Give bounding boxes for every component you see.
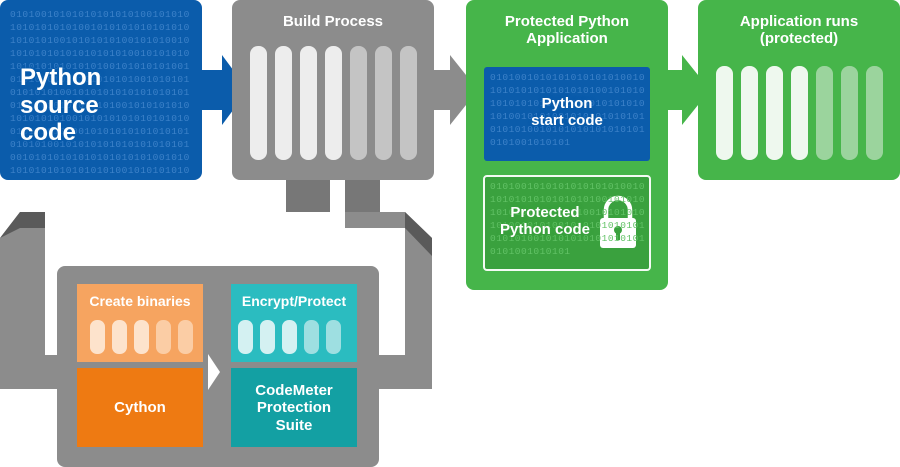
build-process-title: Build Process xyxy=(282,13,384,30)
app-runs-title-line2: (protected) xyxy=(759,30,839,48)
create-binaries-title: Create binaries xyxy=(89,293,191,309)
create-bars xyxy=(90,320,193,354)
app-runs-title: Application runs (protected) xyxy=(698,13,900,48)
cython-box xyxy=(77,368,203,447)
start-code-label: Python start code xyxy=(515,95,619,130)
source-binary-text: 0101001010101010101010010101010101010101… xyxy=(10,9,190,174)
protected-code-binary-text: 0101001010101010101010010101010101010101… xyxy=(490,181,646,257)
protected-app-title-line2: Application xyxy=(526,30,608,48)
codemeter-box xyxy=(231,368,357,447)
arrow-source-to-build xyxy=(202,55,248,125)
source-title-line2: source code xyxy=(20,91,99,147)
runs-bars xyxy=(716,66,883,160)
connector-encrypt-to-build xyxy=(345,180,432,395)
protected-app-title-line1: Protected Python xyxy=(504,13,630,30)
codemeter-line1: CodeMeter xyxy=(255,382,333,399)
source-title-line1: Python xyxy=(20,64,102,91)
connector-build-to-create xyxy=(0,180,330,399)
codemeter-line3: Suite xyxy=(275,416,313,434)
codemeter-label: CodeMeter Protection Suite xyxy=(231,382,357,434)
protected-app-title: Protected Python Application xyxy=(466,13,668,48)
start-code-binary-text: 0101001010101010101010010101010101010101… xyxy=(490,72,646,148)
build-bars xyxy=(250,46,417,160)
app-runs-title-line1: Application runs xyxy=(739,13,859,30)
source-code-box xyxy=(0,0,202,180)
cython-label: Cython xyxy=(114,399,166,416)
codemeter-line2: Protection xyxy=(256,399,332,417)
arrow-create-to-encrypt xyxy=(208,354,220,390)
arrow-build-to-protected xyxy=(434,55,478,125)
protected-code-line2: Python code xyxy=(499,221,590,239)
protected-code-label: Protected Python code xyxy=(490,204,600,239)
lock-icon xyxy=(600,195,636,248)
source-code-title: Python source code xyxy=(20,64,160,147)
encrypt-bars xyxy=(238,320,341,354)
protected-code-line1: Protected xyxy=(510,204,580,221)
start-code-line1: Python xyxy=(541,95,593,112)
encrypt-protect-title: Encrypt/Protect xyxy=(241,293,347,309)
start-code-line2: start code xyxy=(531,112,603,130)
start-code-box xyxy=(484,67,650,161)
arrow-protected-to-runs xyxy=(668,55,710,125)
